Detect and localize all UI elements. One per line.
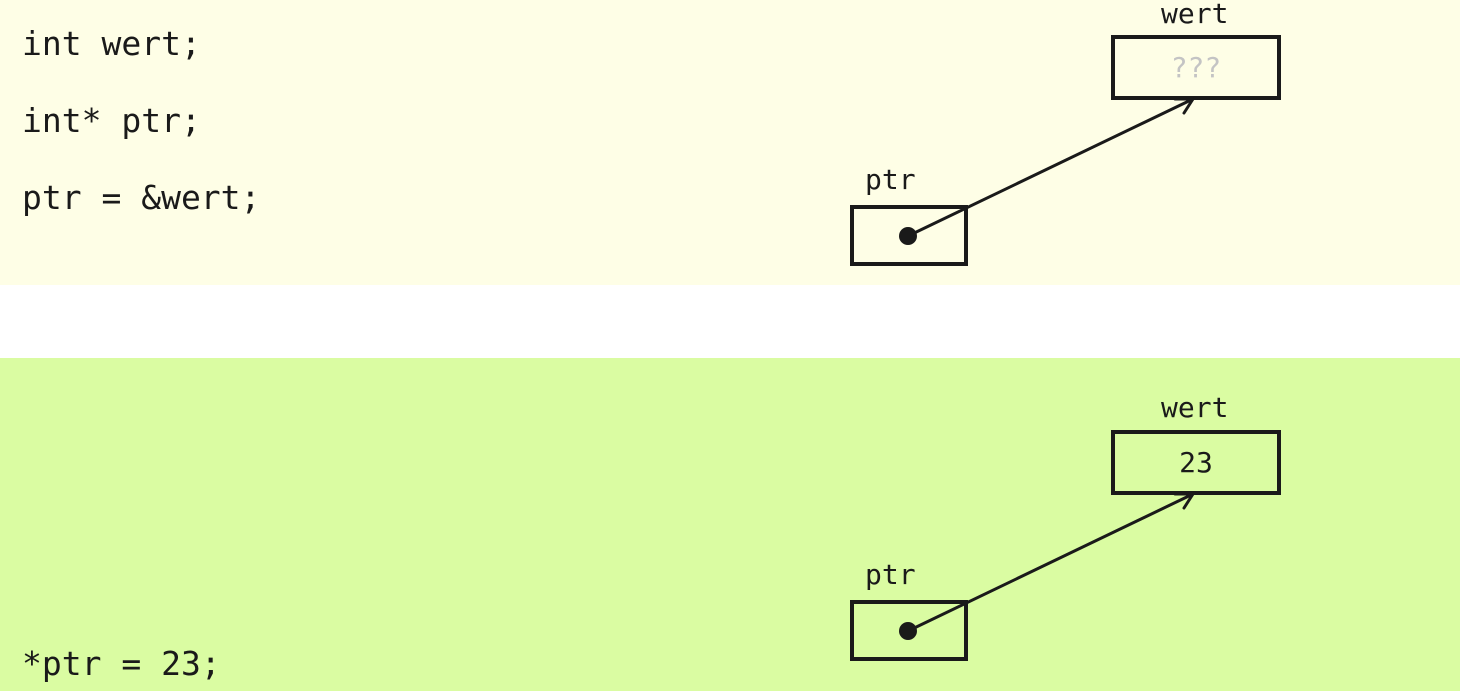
ptr-label: ptr [865,163,916,196]
wert-label: wert [1161,0,1229,30]
wert-label: wert [1161,391,1229,424]
ptr-memory-cell [850,600,968,661]
panel-before: int wert; int* ptr; ptr = &wert; wert ??… [0,0,1460,285]
code-line-declare-ptr: int* ptr; [22,101,201,140]
panel-after: *ptr = 23; wert 23 ptr [0,358,1460,691]
wert-value: 23 [1179,445,1213,479]
wert-memory-cell: 23 [1111,430,1281,495]
wert-value: ??? [1170,50,1222,84]
code-line-dereference-assign: *ptr = 23; [22,644,221,683]
code-line-assign-address: ptr = &wert; [22,178,261,217]
code-line-declare-wert: int wert; [22,24,201,63]
wert-memory-cell: ??? [1111,35,1281,100]
ptr-label: ptr [865,558,916,591]
ptr-memory-cell [850,205,968,266]
